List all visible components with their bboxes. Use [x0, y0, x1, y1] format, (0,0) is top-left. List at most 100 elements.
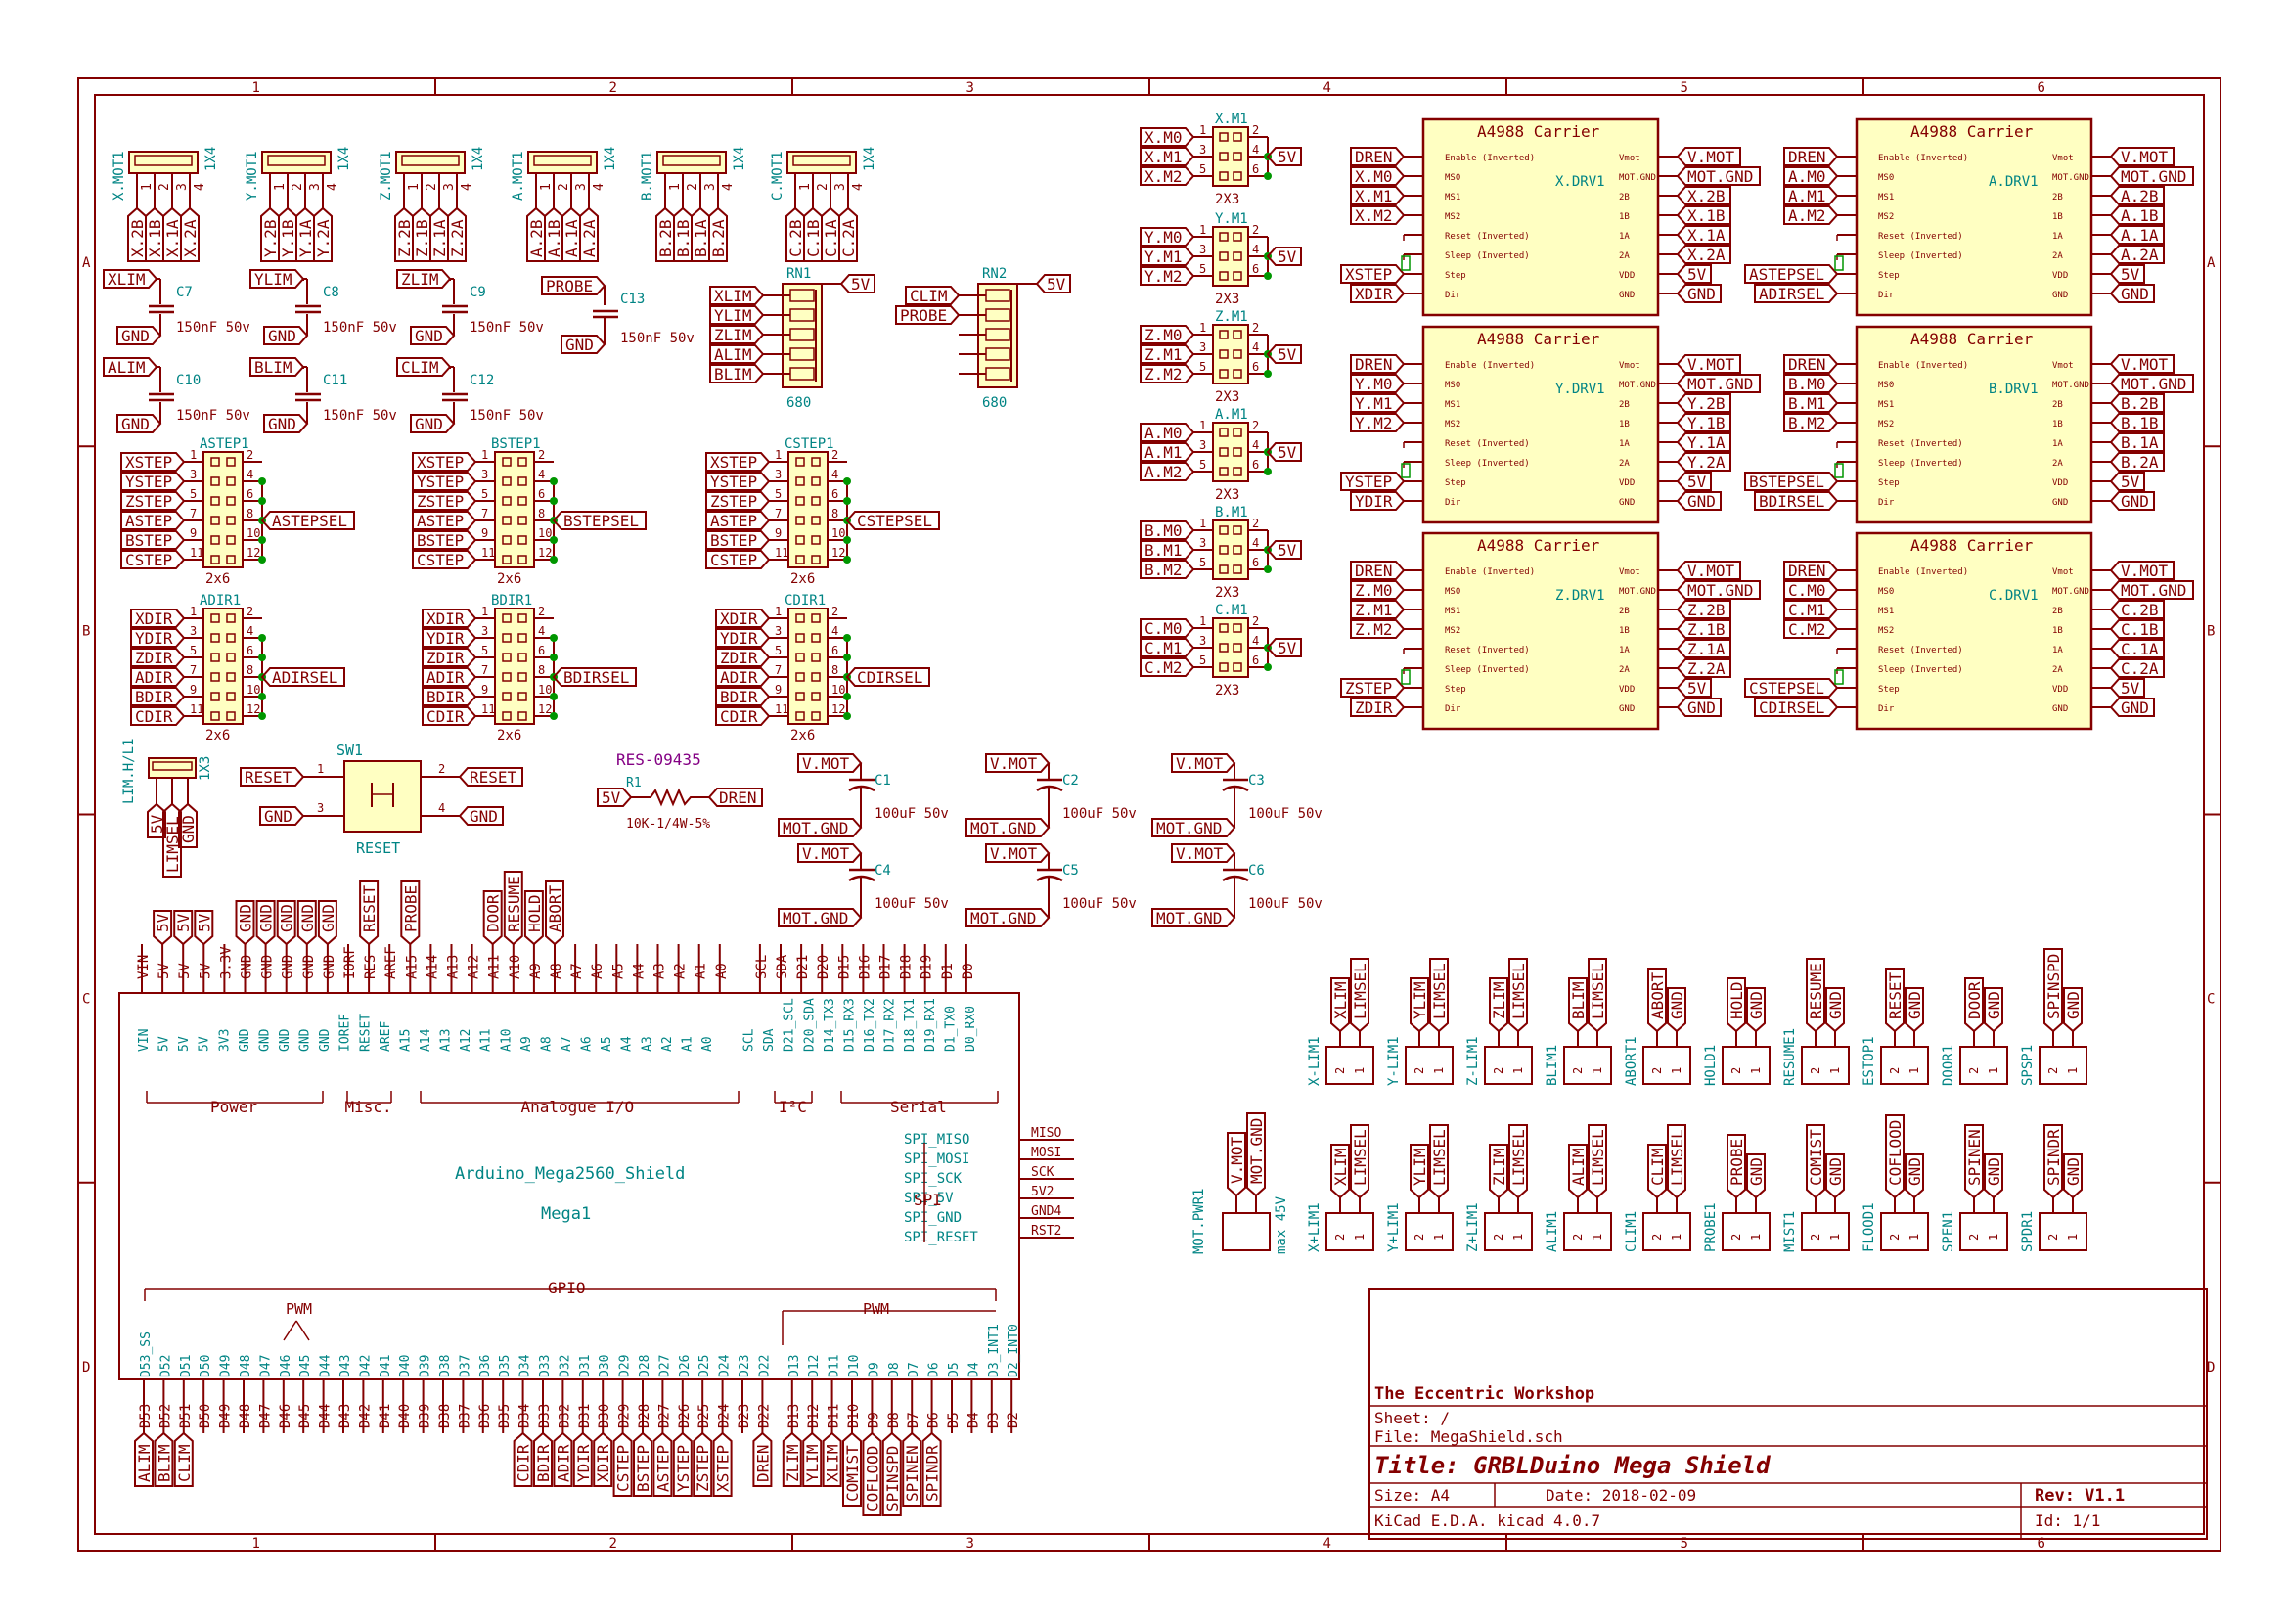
net-label-box	[552, 667, 637, 687]
net-label-box	[235, 900, 255, 946]
net-label: A.M2	[1788, 206, 1826, 225]
net-label-box	[412, 491, 477, 511]
net-label: 5V	[1687, 265, 1707, 284]
frame-row-label: D	[82, 1360, 90, 1376]
connector-ref: DOOR1	[1941, 1045, 1956, 1086]
mega-pin-name: D20_SDA	[802, 998, 817, 1052]
no-connect-bridge	[1834, 255, 1844, 271]
pin-number: 5	[775, 487, 782, 501]
pin-number: 1	[798, 183, 813, 191]
net-label-box	[130, 687, 186, 706]
mega-pin-name: D43	[338, 1355, 353, 1377]
pin-number: 3	[1199, 438, 1206, 452]
connector-ref: B.MOT1	[640, 151, 655, 201]
pin-number: 1	[1591, 1067, 1604, 1074]
mega-pin-number: D3	[986, 1412, 1002, 1428]
net-label-box	[1266, 147, 1302, 166]
header-pin	[226, 496, 236, 506]
pin-number: 4	[1252, 143, 1259, 157]
mega-pin-name: D5	[947, 1362, 962, 1377]
driver-pin-name: Sleep (Inverted)	[1445, 459, 1530, 469]
net-label: X.1A	[163, 219, 182, 257]
mega-pin-name: A14	[419, 1028, 433, 1052]
net-label-box	[705, 472, 771, 491]
junction-dot	[550, 556, 558, 564]
header-body	[202, 608, 244, 725]
driver-pin-name: MOT.GND	[2052, 173, 2089, 183]
net-label: CSTEP	[417, 551, 464, 569]
pin-number: 1	[1749, 1067, 1763, 1074]
header-ref: Z.M1	[1215, 309, 1248, 325]
spi-pin-number: MISO	[1031, 1126, 1061, 1141]
net-label: DOOR	[1965, 981, 1984, 1019]
net-label: C.M1	[1144, 639, 1183, 657]
mega-pin-number: D6	[926, 1412, 942, 1428]
pin-number: 2	[1413, 1234, 1426, 1241]
mega-pin-name: D11	[828, 1355, 842, 1377]
driver-body	[1855, 117, 2093, 317]
mega-pin-number: D51	[178, 1404, 194, 1428]
net-label-box	[1676, 491, 1722, 511]
net-label-box	[544, 206, 563, 262]
net-label: ALIM	[108, 358, 146, 377]
net-label: LIMSEL	[1351, 963, 1369, 1019]
net-label: Z.2A	[448, 219, 467, 257]
mega-pin-name: 5V	[157, 1036, 172, 1052]
pin-number: 6	[247, 487, 253, 501]
cap-ref: C6	[1248, 863, 1265, 879]
header-pin	[226, 672, 236, 682]
net-label-box	[116, 414, 162, 433]
pin-number: 5	[1199, 360, 1206, 374]
net-label: RESET	[1886, 971, 1905, 1019]
net-label: XSTEP	[1345, 265, 1392, 284]
header-pin	[210, 496, 220, 506]
pin-number: 6	[1252, 360, 1259, 374]
mega-pin-number: GND	[322, 955, 337, 979]
net-label: PROBE	[1727, 1139, 1746, 1186]
net-label-box	[120, 550, 186, 569]
mega-pin-name: A9	[519, 1036, 534, 1052]
pin-number: 9	[190, 683, 197, 697]
frame-col-label: 2	[609, 80, 617, 96]
net-label-box	[2109, 186, 2165, 205]
header-pin	[1233, 251, 1242, 261]
mega-pin-number: D1	[940, 963, 956, 979]
connector-note: max 45V	[1274, 1195, 1289, 1254]
mega-pin-name: D30	[598, 1355, 612, 1377]
net-label: B.2A	[2121, 453, 2159, 472]
junction-dot	[843, 654, 851, 661]
pin-number: 8	[247, 663, 253, 677]
net-label-box	[1340, 678, 1406, 698]
net-label: MOT.GND	[2121, 167, 2186, 186]
pin-number: 8	[538, 663, 545, 677]
connector-ref: Z+LIM1	[1465, 1202, 1481, 1252]
mega-pin-name: D39	[419, 1355, 433, 1377]
pin-number: 2	[1252, 517, 1259, 530]
header-pin	[1233, 564, 1242, 574]
net-label: GND	[121, 327, 150, 345]
net-label-box	[821, 206, 840, 262]
pin-number: 6	[538, 487, 545, 501]
header-pin	[1219, 330, 1229, 339]
pin-number: 2	[1650, 1234, 1664, 1241]
net-label: Y.1A	[296, 219, 315, 257]
net-label-box	[103, 357, 158, 377]
net-label-box	[1266, 540, 1302, 560]
header-pin	[210, 692, 220, 701]
net-label-box	[705, 491, 771, 511]
pin-number: 2	[1492, 1067, 1505, 1074]
net-label: XSTEP	[714, 1445, 733, 1492]
pin-number: 4	[247, 468, 253, 481]
net-label: B.M1	[1788, 394, 1826, 413]
net-label-box	[1140, 540, 1195, 560]
net-label-box	[145, 206, 164, 262]
pin-number: 6	[1252, 162, 1259, 176]
mega-ref: Mega1	[541, 1204, 591, 1224]
net-label-box	[2109, 205, 2165, 225]
connector-body	[1563, 1046, 1612, 1085]
net-label-box	[1140, 462, 1195, 481]
driver-pin-name: Dir	[1445, 498, 1461, 508]
header-ref: BSTEP1	[491, 436, 541, 452]
net-label-box	[1676, 186, 1731, 205]
